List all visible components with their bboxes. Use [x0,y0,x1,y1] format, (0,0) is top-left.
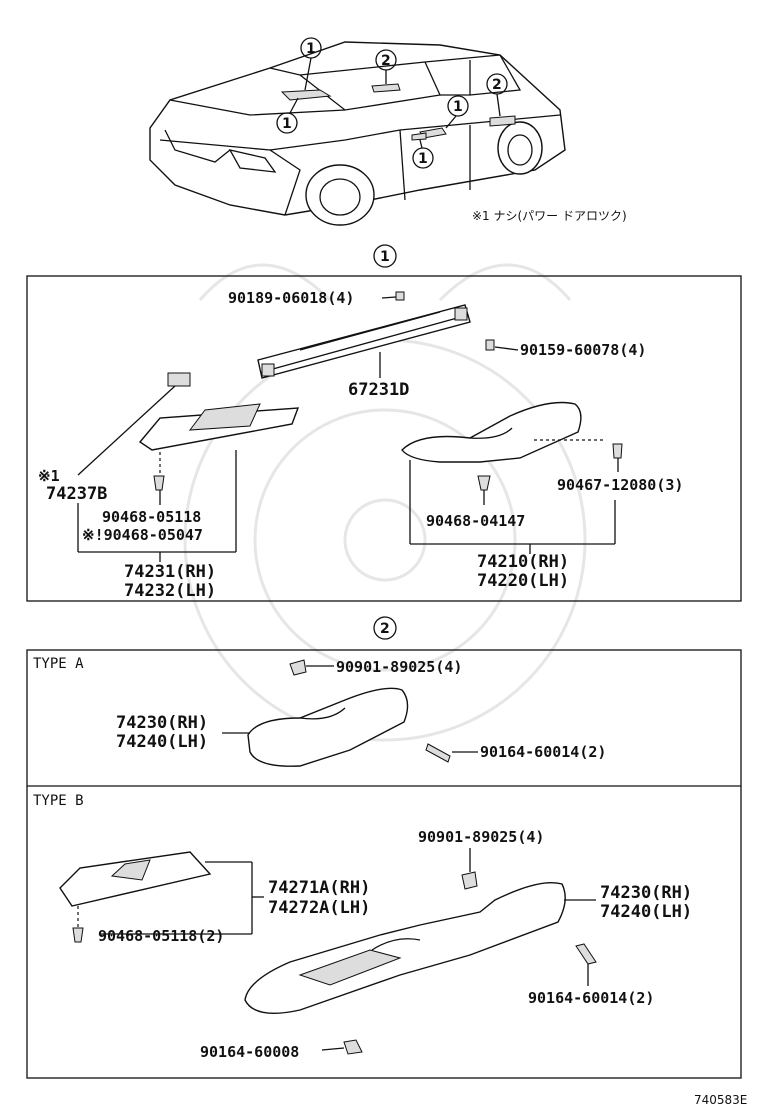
label-b-90901: 90901-89025(4) [418,828,544,846]
section1-ref-circle [373,244,397,268]
section2-ref: 2 [380,621,390,637]
section2-frame [26,649,742,1079]
car-callouts: 1 1 1 1 2 2 [276,37,508,169]
label-74237b: 74237B [46,484,107,504]
label-b-74240: 74240(LH) [600,902,692,922]
callout-1c: 1 [453,99,463,115]
label-b-74230: 74230(RH) [600,883,692,903]
label-b-90164-60008: 90164-60008 [200,1043,299,1061]
label-a-74230: 74230(RH) [116,713,208,733]
type-a-label: TYPE A [33,656,84,672]
car-note: ※1 ナシ(パワー ドアロツク) [472,209,627,223]
label-74220: 74220(LH) [477,571,569,591]
label-67231d: 67231D [348,380,409,400]
label-90467: 90467-12080(3) [557,476,683,494]
rail-67231d [257,291,495,379]
label-b-74271: 74271A(RH) [268,878,370,898]
label-a-90901: 90901-89025(4) [336,658,462,676]
label-90159: 90159-60078(4) [520,341,646,359]
figure-code: 740583E [694,1093,747,1107]
callout-1a: 1 [306,41,316,57]
label-b-74272: 74272A(LH) [268,898,370,918]
section2-ref-circle [373,616,397,640]
label-74232: 74232(LH) [124,581,216,601]
label-74210: 74210(RH) [477,552,569,572]
armrest-74210 [401,401,623,491]
label-90189: 90189-06018(4) [228,289,354,307]
label-90468-05118: 90468-05118 [102,508,201,526]
label-b-90164-60014: 90164-60014(2) [528,989,654,1007]
note1-mark: ※1 [38,467,60,485]
label-a-74240: 74240(LH) [116,732,208,752]
type-b-label: TYPE B [33,793,84,809]
car-illustration [149,41,566,226]
callout-2a: 2 [381,53,391,69]
label-90468-04147: 90468-04147 [426,512,525,530]
armrest-type-b [244,871,597,1055]
section1-frame [26,275,742,602]
label-a-90164: 90164-60014(2) [480,743,606,761]
armrest-type-a [247,659,451,767]
callout-1b: 1 [282,116,292,132]
label-90468-05047: ※!90468-05047 [82,526,203,544]
label-b-90468: 90468-05118(2) [98,927,224,945]
switch-panel-type-b [59,851,212,943]
section1-ref: 1 [380,249,390,265]
label-74231: 74231(RH) [124,562,216,582]
callout-1d: 1 [418,151,428,167]
switch-panel-74231 [138,372,300,491]
callout-2b: 2 [492,77,502,93]
